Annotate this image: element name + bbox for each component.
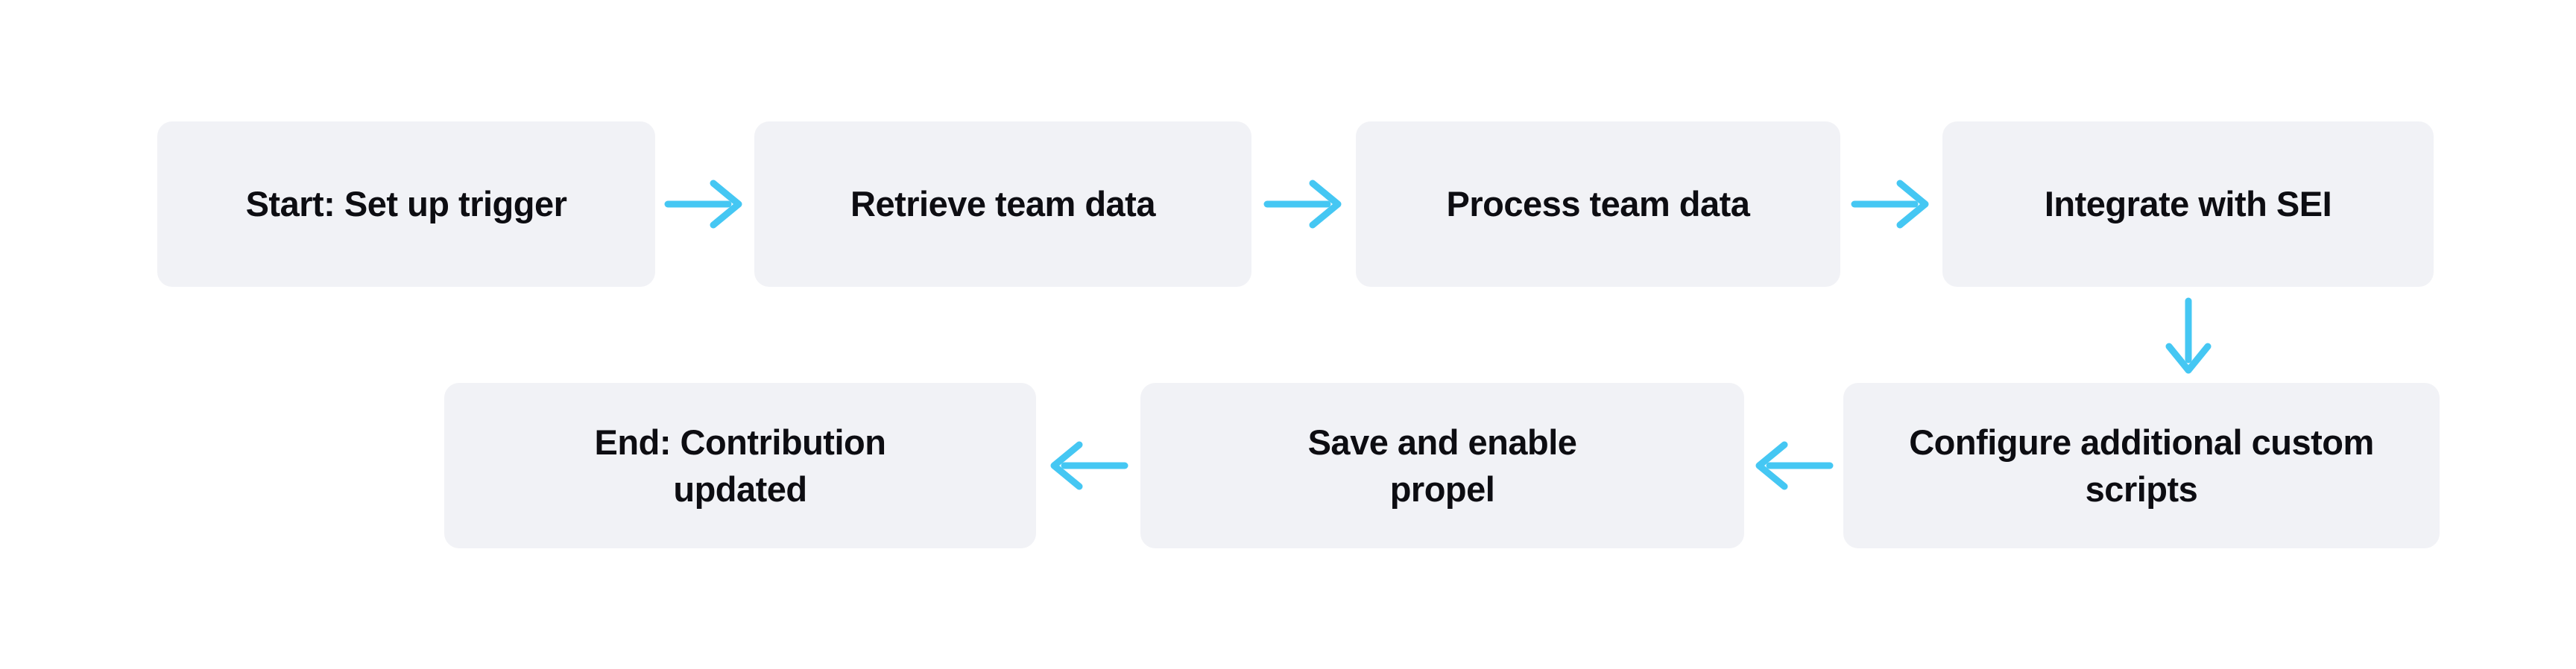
flow-node-configure-custom-scripts-label: Configure additional custom scripts bbox=[1909, 422, 2374, 509]
flow-node-integrate-with-sei-label: Integrate with SEI bbox=[2044, 184, 2332, 224]
arrow-right-icon bbox=[1263, 180, 1342, 229]
flow-node-save-and-enable-propel-label: Save and enable propel bbox=[1307, 422, 1577, 509]
flow-node-retrieve-team-data: Retrieve team data bbox=[754, 121, 1251, 287]
flow-node-process-team-data: Process team data bbox=[1356, 121, 1840, 287]
arrow-left-icon bbox=[1755, 441, 1834, 490]
flow-node-retrieve-team-data-label: Retrieve team data bbox=[850, 184, 1155, 224]
arrow-left-icon bbox=[1050, 441, 1128, 490]
flow-node-save-and-enable-propel: Save and enable propel bbox=[1140, 383, 1744, 548]
arrow-right-icon bbox=[1851, 180, 1929, 229]
flow-node-process-team-data-label: Process team data bbox=[1446, 184, 1750, 224]
flow-node-integrate-with-sei: Integrate with SEI bbox=[1942, 121, 2434, 287]
flow-node-end: End: Contribution updated bbox=[444, 383, 1036, 548]
arrow-down-icon bbox=[2165, 297, 2212, 374]
flow-node-end-label: End: Contribution updated bbox=[594, 422, 886, 509]
arrow-right-icon bbox=[664, 180, 742, 229]
flow-node-configure-custom-scripts: Configure additional custom scripts bbox=[1843, 383, 2440, 548]
flow-node-start-label: Start: Set up trigger bbox=[245, 184, 567, 224]
flow-node-start: Start: Set up trigger bbox=[157, 121, 655, 287]
